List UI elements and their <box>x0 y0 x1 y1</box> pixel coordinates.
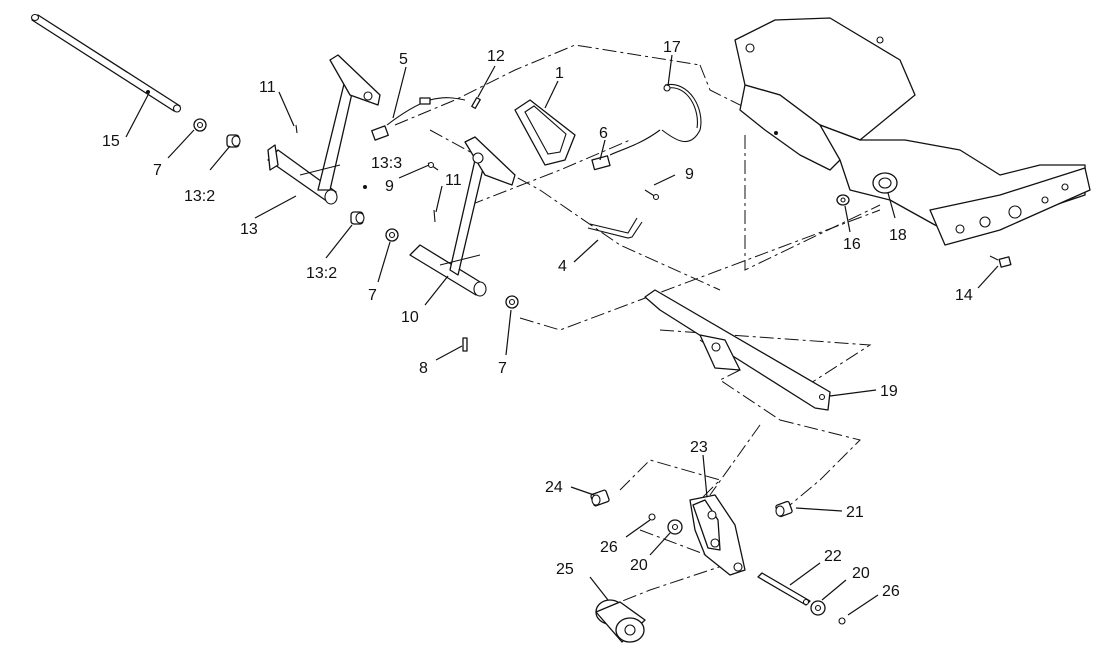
callout-13-2: 13:2 <box>184 188 215 205</box>
callout-25: 22 <box>824 548 842 565</box>
callout-20: 20 <box>852 565 870 582</box>
callout-8: 8 <box>419 360 428 377</box>
callout-16: 16 <box>843 236 861 253</box>
part-18-flange-bearing <box>872 172 898 194</box>
callout-20: 20 <box>630 557 648 574</box>
part-13-pedal-assembly <box>267 54 381 205</box>
callout-13-3: 13:3 <box>371 155 402 172</box>
callout-4: 4 <box>558 258 567 275</box>
callout-7: 7 <box>368 287 377 304</box>
callout-1: 1 <box>555 65 564 82</box>
part-26-clips <box>648 513 846 625</box>
callout-19: 19 <box>880 383 898 400</box>
callout-13: 13 <box>240 221 258 238</box>
small-pins <box>295 97 660 352</box>
callout-13-2: 13:2 <box>306 265 337 282</box>
callout-14: 14 <box>955 287 973 304</box>
part-14-bolt <box>989 255 1012 268</box>
callout-17: 17 <box>663 39 681 56</box>
part-16-nut <box>836 194 850 206</box>
part-20-washers <box>667 519 826 616</box>
washers-and-bushings <box>193 118 519 309</box>
frame-bracket <box>734 17 1091 246</box>
callout-26: 26 <box>600 539 618 556</box>
callout-24: 25 <box>556 561 574 578</box>
callout-10: 10 <box>401 309 419 326</box>
callout-21: 21 <box>846 504 864 521</box>
callout-5: 5 <box>399 51 408 68</box>
callout-7: 7 <box>153 162 162 179</box>
callout-9: 9 <box>685 166 694 183</box>
part-17-cable <box>661 84 702 142</box>
part-4-l-pin <box>587 217 643 239</box>
part-23-bolt <box>590 489 610 507</box>
callout-6: 6 <box>599 125 608 142</box>
callout-23: 24 <box>545 479 563 496</box>
leader-lines <box>125 54 999 616</box>
callout-26: 26 <box>882 583 900 600</box>
part-22-bracket <box>689 494 746 576</box>
part-21-bolt <box>775 500 793 518</box>
callout-9: 9 <box>385 178 394 195</box>
part-6-switch <box>591 129 661 171</box>
part-1-pedal-pad <box>514 99 576 166</box>
callout-15: 15 <box>102 133 120 150</box>
callout-11: 11 <box>445 172 462 189</box>
callout-7: 7 <box>498 360 507 377</box>
part-15-shaft <box>30 13 182 113</box>
part-25-axle <box>757 572 811 606</box>
part-10-pedal-assembly <box>409 136 516 297</box>
callouts: 15 7 13:2 13 13:2 7 10 8 7 11 11 13:3 9 … <box>102 39 973 600</box>
callout-11: 11 <box>259 79 276 96</box>
part-19-arm <box>644 289 831 411</box>
part-24-roller <box>595 599 646 643</box>
callout-22: 23 <box>690 439 708 456</box>
part-5-switch <box>371 97 466 141</box>
callout-12: 12 <box>487 48 505 65</box>
callout-18: 18 <box>889 227 907 244</box>
